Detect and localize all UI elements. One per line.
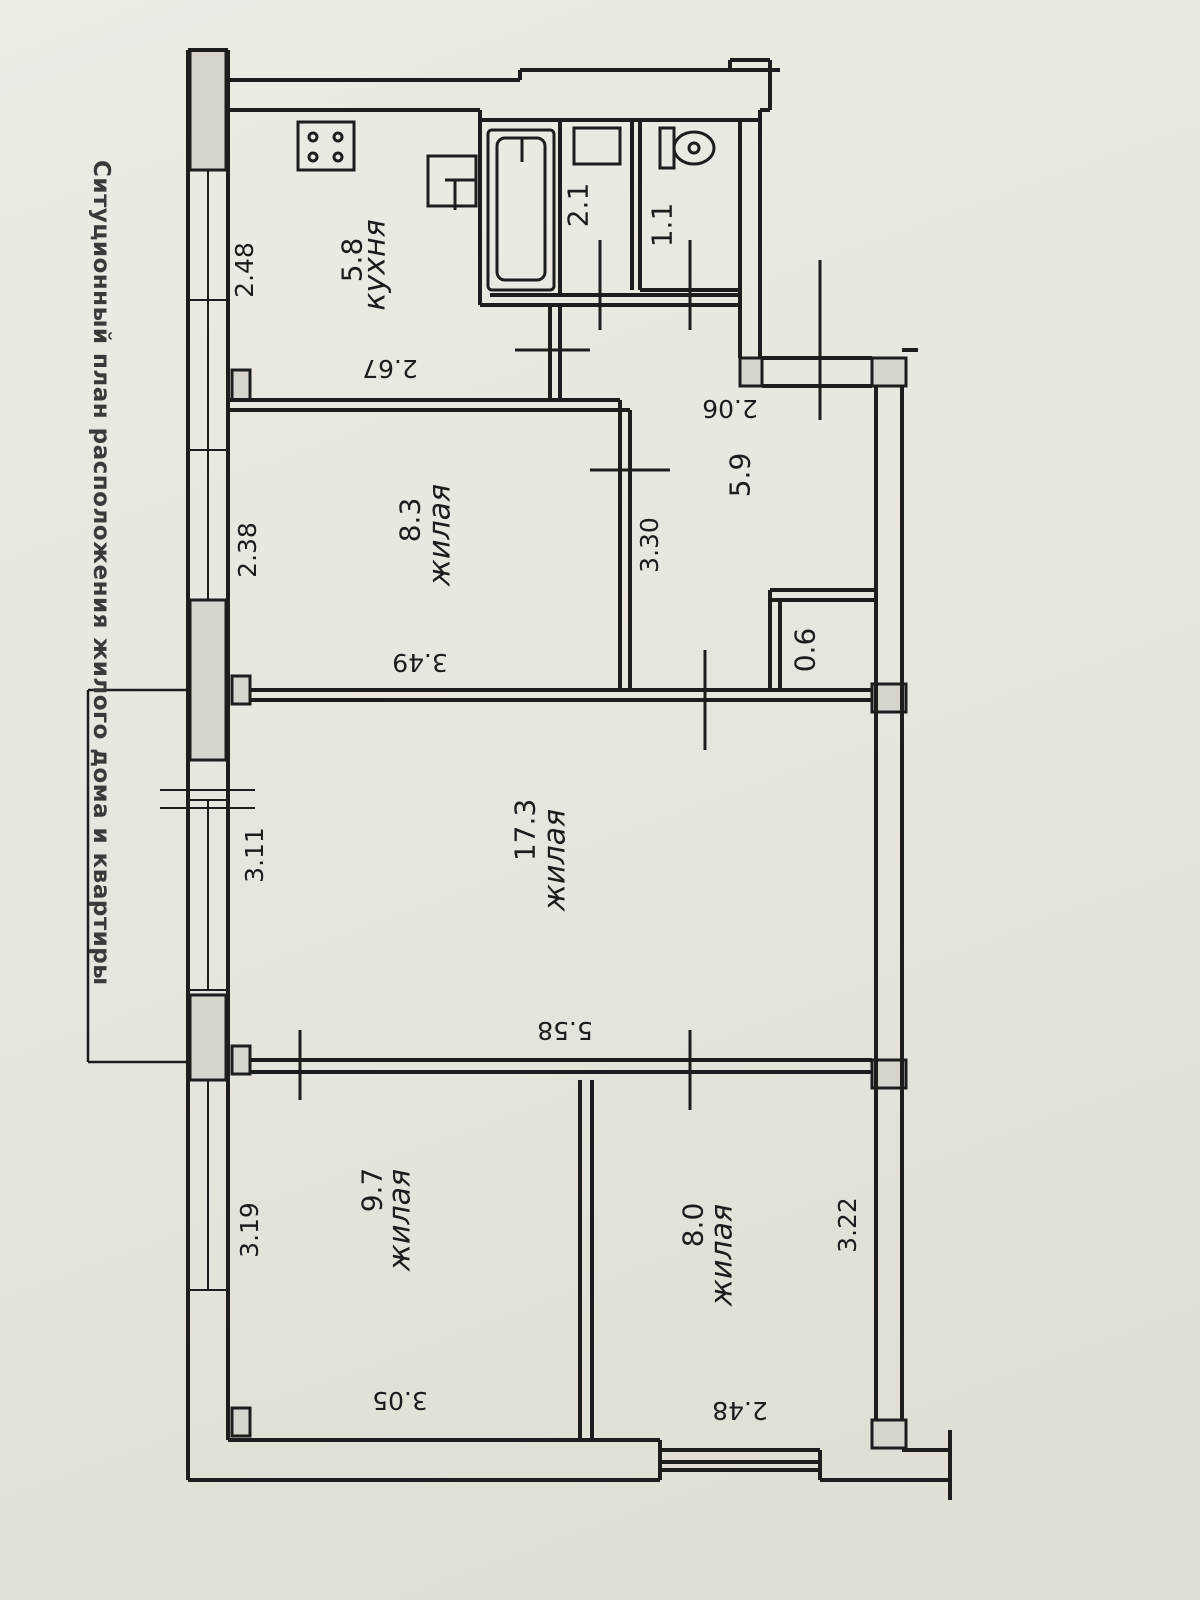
room-bedroom-right-area: 8.0 xyxy=(671,1203,716,1248)
room-bedroom-small-area: 8.3 xyxy=(388,498,433,543)
balcony xyxy=(86,688,188,1064)
room-area: 0.6 xyxy=(788,627,822,673)
dim-bedroom-small-length: 3.49 xyxy=(392,648,448,678)
room-area: 5.8 xyxy=(335,237,369,283)
dim-bedroom-small-depth: 3.30 xyxy=(622,517,678,573)
room-area: 8.3 xyxy=(393,497,427,543)
dim-value: 2.06 xyxy=(702,394,758,424)
dim-value: 2.48 xyxy=(712,1396,768,1426)
room-area: 5.9 xyxy=(723,452,757,498)
kitchen-sink xyxy=(426,154,478,210)
room-kitchen-area: 5.8 xyxy=(330,238,375,283)
dim-living-width: 3.11 xyxy=(227,827,283,883)
dim-bedroom-right-length: 2.48 xyxy=(712,1396,768,1426)
room-toilet-area: 1.1 xyxy=(640,203,685,248)
sink xyxy=(572,126,622,166)
wall-piers xyxy=(188,48,908,1450)
dim-value: 3.49 xyxy=(392,648,448,678)
interior-walls xyxy=(228,120,875,1440)
outer-wall-windows xyxy=(186,50,662,1482)
dim-bedroom-left-length: 3.05 xyxy=(372,1386,428,1416)
dim-bedroom-small-width: 2.38 xyxy=(220,522,276,578)
room-area: 2.1 xyxy=(561,182,595,228)
dim-value: 2.67 xyxy=(362,354,418,384)
dim-living-length: 5.58 xyxy=(537,1016,593,1046)
dim-value: 2.38 xyxy=(232,522,262,578)
toilet xyxy=(658,126,716,170)
dim-hall-width: 2.06 xyxy=(702,394,758,424)
room-bedroom-left-area: 9.7 xyxy=(350,1168,395,1213)
stove xyxy=(296,120,356,172)
room-living-area: 17.3 xyxy=(494,799,556,861)
dim-value: 3.05 xyxy=(372,1386,428,1416)
room-area: 9.7 xyxy=(355,1167,389,1213)
dim-kitchen-length: 2.67 xyxy=(362,354,418,384)
bathtub xyxy=(486,128,556,292)
plan-title: Ситуционный план расположения жилого дом… xyxy=(88,160,114,986)
dim-value: 2.48 xyxy=(229,242,259,298)
dim-bedroom-right-width: 3.22 xyxy=(820,1197,876,1253)
room-hall-area: 5.9 xyxy=(718,453,763,498)
door-markers xyxy=(298,240,822,1110)
room-area: 8.0 xyxy=(676,1202,710,1248)
dim-value: 3.11 xyxy=(239,827,269,883)
room-area: 1.1 xyxy=(645,202,679,248)
outer-wall-right xyxy=(660,348,952,1500)
room-name: жилая xyxy=(422,483,458,587)
dim-value: 3.22 xyxy=(832,1197,862,1253)
dim-value: 3.30 xyxy=(634,517,664,573)
dim-value: 3.19 xyxy=(234,1202,264,1258)
room-bathroom-area: 2.1 xyxy=(556,183,601,228)
dim-value: 5.58 xyxy=(537,1016,593,1046)
room-closet-area: 0.6 xyxy=(783,628,828,673)
dim-bedroom-left-width: 3.19 xyxy=(222,1202,278,1258)
room-area: 17.3 xyxy=(508,798,542,862)
dim-kitchen-width: 2.48 xyxy=(217,242,273,298)
top-wall xyxy=(188,48,780,358)
